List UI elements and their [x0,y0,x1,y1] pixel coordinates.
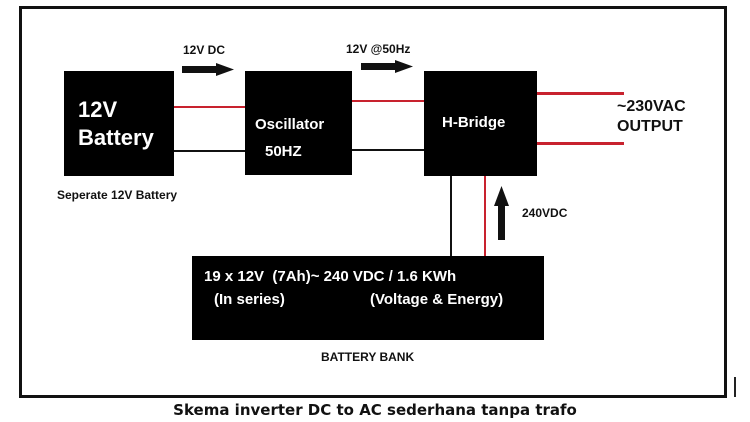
wire-bank-hbridge-negative [450,176,452,256]
battery-bank-block: 19 x 12V (7Ah)~ 240 VDC / 1.6 KWh (In se… [192,256,544,340]
edge-mark [734,377,736,397]
battery-12v-label-1: 12V [78,97,118,122]
battery-note: Seperate 12V Battery [57,188,178,202]
battery-bank-label-2b: (Voltage & Energy) [370,291,504,308]
output-label-2: OUTPUT [617,118,683,135]
oscillator-label-2: 50HZ [265,143,302,160]
wire-oscillator-hbridge-positive [352,100,424,102]
arrow-label-240vdc: 240VDC [522,206,568,220]
battery-bank-note: BATTERY BANK [321,350,415,364]
arrow-label-12v-50hz: 12V @50Hz [346,42,411,56]
oscillator-block: Oscillator 50HZ [245,71,352,175]
arrow-label-12v-dc: 12V DC [183,43,226,57]
battery-bank-label-2a: (In series) [214,291,285,308]
wire-output-1 [537,92,624,95]
battery-12v-label-2: Battery [78,125,154,150]
arrow-right-icon [361,60,413,73]
arrow-up-icon [494,186,509,240]
output-label-1: ~230VAC [617,98,686,115]
wire-output-2 [537,142,624,145]
oscillator-label-1: Oscillator [255,116,325,133]
arrow-right-icon [182,63,234,76]
wire-bank-hbridge-positive [484,176,486,256]
wire-battery-oscillator-negative [174,150,245,152]
hbridge-block: H-Bridge [424,71,537,176]
hbridge-label: H-Bridge [442,114,506,131]
figure-caption: Skema inverter DC to AC sederhana tanpa … [173,401,577,419]
wire-battery-oscillator-positive [174,106,245,108]
battery-12v-block: 12V Battery [64,71,174,176]
diagram-frame [19,6,727,398]
wire-oscillator-hbridge-negative [352,149,424,151]
battery-bank-label-1: 19 x 12V (7Ah)~ 240 VDC / 1.6 KWh [204,268,457,285]
